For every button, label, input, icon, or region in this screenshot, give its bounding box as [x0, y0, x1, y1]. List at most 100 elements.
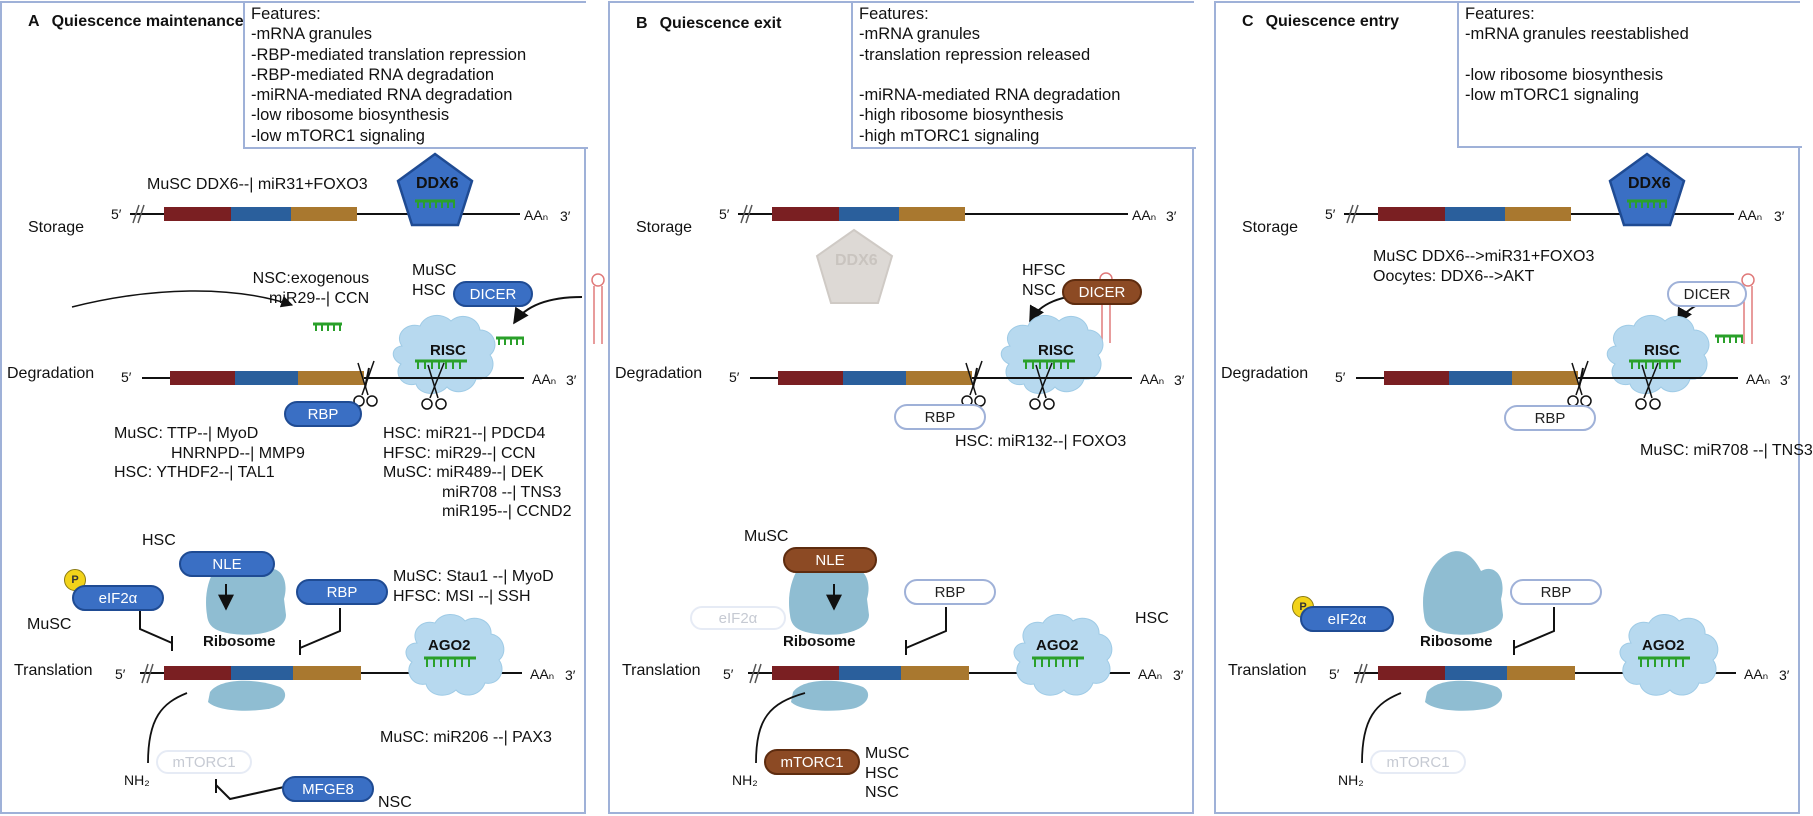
degradation-label: Degradation [7, 365, 95, 382]
nle-cell: MuSC [744, 528, 789, 545]
poly-a-tr: AAₙ [530, 666, 555, 682]
mfge8-pill: MFGE8 [282, 776, 374, 802]
ribosome-small [208, 680, 286, 711]
poly-a: AAₙ [1132, 207, 1157, 223]
translation-label: Translation [14, 662, 93, 679]
poly-a: AAₙ [1738, 207, 1763, 223]
ddx6-faded [815, 228, 894, 304]
ddx6-label: DDX6 [1628, 175, 1671, 192]
mtorc1-pill: mTORC1 [764, 749, 860, 775]
risc-label: RISC [430, 342, 466, 359]
ribosome-label: Ribosome [783, 633, 856, 650]
poly-a-tr: AAₙ [1744, 666, 1769, 682]
eif2a-pill: eIF2α [1300, 606, 1394, 632]
rbp-inhibit [299, 608, 341, 649]
features-box: Features:-mRNA granules-RBP-mediated tra… [243, 3, 588, 150]
rbp-inhibit [905, 607, 947, 649]
dicer-pill: DICER [1667, 281, 1747, 307]
ago2-label: AGO2 [428, 637, 471, 654]
poly-a-tr: AAₙ [1138, 666, 1163, 682]
rbp-pill: RBP [894, 404, 986, 430]
three-prime-deg: 3′ [1780, 372, 1791, 388]
ribosome-large [1423, 551, 1503, 635]
three-prime: 3′ [1774, 208, 1785, 224]
five-prime: 5′ [719, 206, 730, 222]
panel-b-graphics [738, 204, 1132, 764]
rbp-inhibit [1513, 607, 1555, 649]
rbp-pill: RBP [284, 401, 362, 427]
degradation-mrna [1356, 367, 1738, 389]
free-mirna-icon [313, 322, 342, 331]
five-prime: 5′ [1325, 206, 1336, 222]
ribosome-small [1425, 680, 1503, 711]
eif2a-pill: eIF2α [690, 606, 786, 630]
five-prime-tr: 5′ [723, 666, 734, 682]
five-prime-deg: 5′ [1335, 369, 1346, 385]
mirna-note: MuSC: miR708 --| TNS3 [1640, 442, 1813, 459]
risc-label: RISC [1644, 342, 1680, 359]
peptide-chain [147, 692, 188, 764]
ago2-cloud [405, 614, 505, 696]
eif2a-pill: eIF2α [72, 585, 164, 611]
storage-mrna [1344, 204, 1734, 224]
translation-label: Translation [1228, 662, 1307, 679]
dicer-pill: DICER [453, 281, 533, 307]
rbp2-pill: RBP [1510, 579, 1602, 605]
translation-label: Translation [622, 662, 701, 679]
nle-cell: HSC [142, 532, 176, 549]
five-prime-deg: 5′ [729, 369, 740, 385]
scissors-icon [353, 360, 447, 410]
ribosome-label: Ribosome [1420, 633, 1493, 650]
storage-label: Storage [28, 219, 85, 236]
rbp2-pill: RBP [904, 579, 996, 605]
five-prime-deg: 5′ [121, 369, 132, 385]
storage-label: Storage [636, 219, 693, 236]
risc-cloud [1606, 314, 1710, 394]
ago2-cloud [1013, 614, 1113, 696]
mtorc1-pill: mTORC1 [1370, 750, 1466, 774]
mirna-note: HSC: miR132--| FOXO3 [955, 433, 1127, 450]
degradation-mrna [142, 367, 524, 389]
nle-pill: NLE [783, 547, 877, 573]
poly-a-deg: AAₙ [532, 371, 557, 387]
ddx6-label: DDX6 [416, 175, 459, 192]
ribosome-label: Ribosome [203, 633, 276, 650]
nle-pill: NLE [179, 551, 275, 577]
three-prime-tr: 3′ [1779, 667, 1790, 683]
peptide-chain [1361, 692, 1402, 764]
ddx6-label: DDX6 [835, 252, 878, 269]
loaded-mirna-icon [1715, 334, 1743, 343]
ago2-label: AGO2 [1642, 637, 1685, 654]
dicer-arrow [513, 296, 583, 325]
three-prime-deg: 3′ [1174, 372, 1185, 388]
eif2a-inhibit [139, 606, 173, 644]
panel-c-graphics [1344, 152, 1755, 764]
mfge8-inhibit [215, 784, 285, 801]
nh2-label: NH₂ [1338, 772, 1364, 788]
panel-a-graphics [71, 152, 605, 801]
ago2-cell: HSC [1135, 610, 1169, 627]
rbp2-pill: RBP [296, 579, 388, 605]
storage-label: Storage [1242, 219, 1299, 236]
three-prime-tr: 3′ [565, 667, 576, 683]
dicer-pill: DICER [1062, 279, 1142, 305]
five-prime-tr: 5′ [115, 666, 126, 682]
loaded-mirna-icon [496, 336, 524, 345]
three-prime-deg: 3′ [566, 372, 577, 388]
ribosome-small [791, 680, 869, 711]
ddx6-granule [1608, 152, 1686, 227]
eif2a-cell: MuSC [27, 616, 72, 633]
ddx6-granule [396, 152, 474, 227]
risc-cloud [392, 314, 496, 394]
three-prime: 3′ [560, 208, 571, 224]
degradation-label: Degradation [615, 365, 703, 382]
